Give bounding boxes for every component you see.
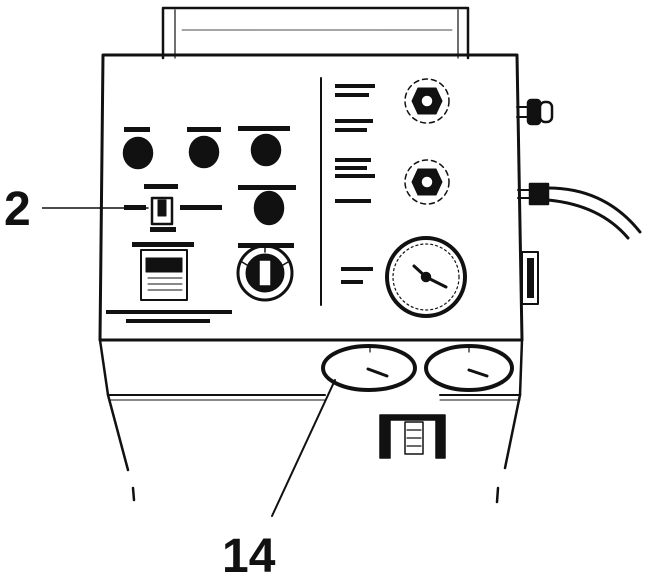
vacuum-gauge	[385, 236, 467, 318]
meter-display	[140, 249, 188, 301]
lower-gauge-right	[424, 344, 514, 392]
valve-top	[404, 78, 450, 124]
top-knobs	[122, 133, 282, 170]
side-bracket	[521, 251, 539, 305]
side-fitting-top	[516, 98, 554, 126]
callout-2: 2	[4, 183, 31, 236]
leader-line-14	[271, 379, 336, 517]
callout-14: 14	[222, 530, 276, 580]
middle-knob	[253, 190, 285, 226]
panel-label-marks	[106, 84, 375, 323]
front-latch	[379, 414, 446, 459]
hose	[517, 182, 642, 240]
lower-gauge-left	[321, 344, 417, 392]
valve-middle	[404, 159, 450, 205]
lower-cabinet	[98, 338, 524, 504]
top-rear-box	[161, 6, 470, 60]
rotary-knob	[236, 244, 294, 302]
toggle-switch	[99, 196, 174, 226]
